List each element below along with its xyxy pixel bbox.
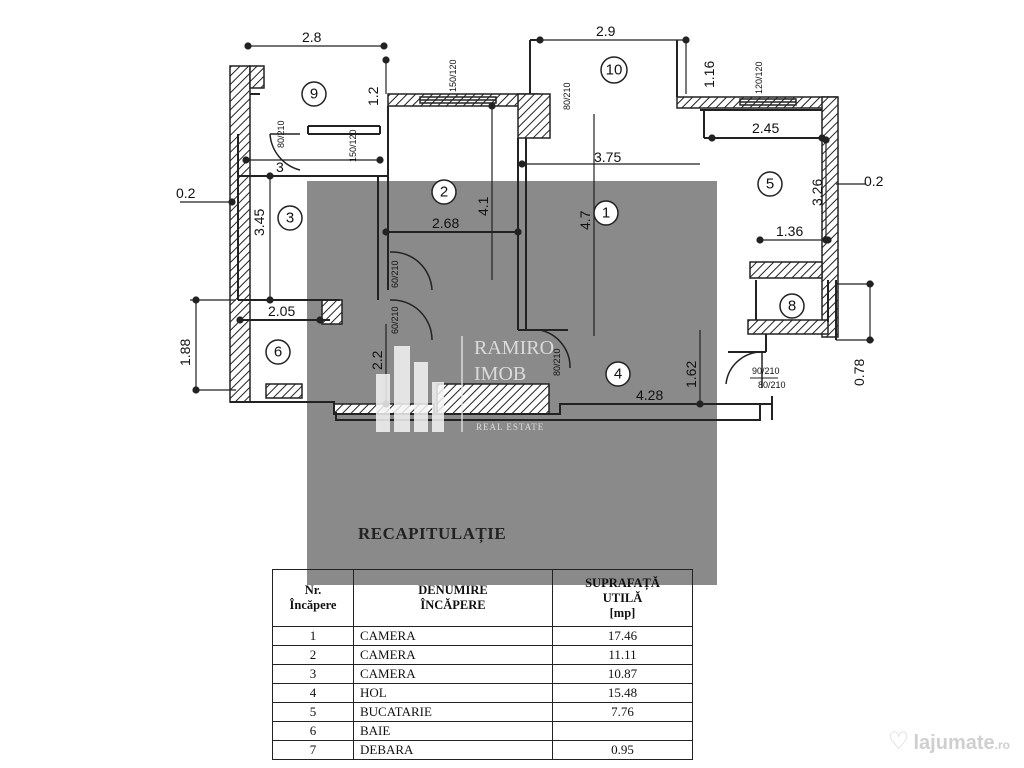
dim-3-75: 3.75 [594,149,621,165]
door-label-80-210-c: 80/210 [552,348,562,376]
window-label-150-120-room3: 150/120 [348,129,358,162]
row-nr: 3 [272,664,354,684]
window-label-120-120: 120/120 [754,61,764,94]
recap-title: RECAPITULAȚIE [358,524,507,543]
row-nr: 5 [272,702,354,722]
heart-icon: ♡ [887,728,910,755]
windows [419,96,797,106]
table-row: 1 CAMERA 17.46 [272,626,693,646]
row-name: CAMERA [353,664,553,684]
row-area: 7.76 [552,702,693,722]
dim-2-05: 2.05 [268,303,295,319]
door-label-60-210-b: 60/210 [390,306,400,334]
room-number-8: 8 [788,298,796,315]
row-name: BAIE [353,721,553,741]
site-name: lajumate [913,732,995,754]
row-name: BUCATARIE [353,702,553,722]
watermark-box [307,181,717,585]
dimension-lines [180,36,874,408]
dim-2-8: 2.8 [302,29,322,45]
room-number-6: 6 [274,344,282,361]
row-nr: 7 [272,740,354,760]
lajumate-logo[interactable]: ♡lajumate.ro [888,727,1010,756]
door-label-60-210-a: 60/210 [390,260,400,288]
row-area [552,721,693,741]
dim-0-2-right: 0.2 [864,173,884,189]
dim-3-45: 3.45 [251,209,267,236]
dim-2-68: 2.68 [432,215,459,231]
dim-4-28: 4.28 [636,387,663,403]
recap-table: Nr. Încăpere DENUMIRE ÎNCĂPERE SUPRAFAȚĂ… [272,569,693,760]
table-row: 5 BUCATARIE 7.76 [272,702,693,722]
dim-4-7: 4.7 [577,210,593,230]
dim-0-78: 0.78 [851,359,867,386]
room-number-5: 5 [766,176,774,193]
door-label-80-210-b: 80/210 [276,120,286,148]
dim-4-1: 4.1 [475,196,491,216]
row-name: HOL [353,683,553,703]
table-row: 7 DEBARA 0.95 [272,740,693,760]
dim-2-45: 2.45 [752,120,779,136]
room-markers [265,56,805,387]
room-number-10: 10 [606,62,623,79]
dim-2-2: 2.2 [369,350,385,370]
row-area: 10.87 [552,664,693,684]
table-row: 3 CAMERA 10.87 [272,664,693,684]
watermark-line-2: IMOB [474,363,526,385]
row-area: 15.48 [552,683,693,703]
row-nr: 1 [272,626,354,646]
dim-1-36: 1.36 [776,223,803,239]
row-name: CAMERA [353,626,553,646]
row-nr: 2 [272,645,354,665]
window-label-150-120: 150/120 [448,59,458,92]
row-area: 11.11 [552,645,693,665]
header-room-name: DENUMIRE ÎNCĂPERE [353,569,553,627]
header-room-number: Nr. Încăpere [272,569,354,627]
table-row: 2 CAMERA 11.11 [272,645,693,665]
dim-1-2: 1.2 [365,86,381,106]
dim-1-62: 1.62 [683,361,699,388]
door-label-90-210: 90/210 [752,366,780,376]
door-label-80-210-d: 80/210 [758,380,786,390]
ramiro-imob-logo: RAMIRO IMOB REAL ESTATE [376,336,554,432]
row-nr: 6 [272,721,354,741]
row-name: CAMERA [353,645,553,665]
door-label-80-210-a: 80/210 [562,82,572,110]
dim-3-26: 3.26 [809,179,825,206]
dim-1-16: 1.16 [701,61,717,88]
dim-0-2-left: 0.2 [176,185,196,201]
site-tld: .ro [994,738,1010,752]
table-row: 4 HOL 15.48 [272,683,693,703]
row-name: DEBARA [353,740,553,760]
dim-1-88: 1.88 [177,339,193,366]
room-number-4: 4 [614,366,622,383]
header-useful-area: SUPRAFAȚĂ UTILĂ [mp] [552,569,693,627]
room-number-2: 2 [440,184,448,201]
row-area: 17.46 [552,626,693,646]
watermark-line-1: RAMIRO [474,337,554,359]
dim-2-9: 2.9 [596,23,616,39]
table-row: 6 BAIE [272,721,693,741]
dim-3: 3 [276,159,284,175]
opening-labels: 150/120 120/120 80/210 80/210 150/120 60… [276,59,786,390]
door-arcs [269,133,763,388]
row-area: 0.95 [552,740,693,760]
room-number-9: 9 [310,86,318,103]
room-numbers: 1 2 3 4 5 6 8 9 10 [274,62,796,383]
room-number-3: 3 [286,210,294,227]
dimension-labels: 2.8 2.9 1.2 1.16 3 3.75 0.2 0.2 3.45 2.6… [176,23,884,403]
room-number-1: 1 [602,205,610,222]
watermark-line-3: REAL ESTATE [476,422,544,432]
row-nr: 4 [272,683,354,703]
